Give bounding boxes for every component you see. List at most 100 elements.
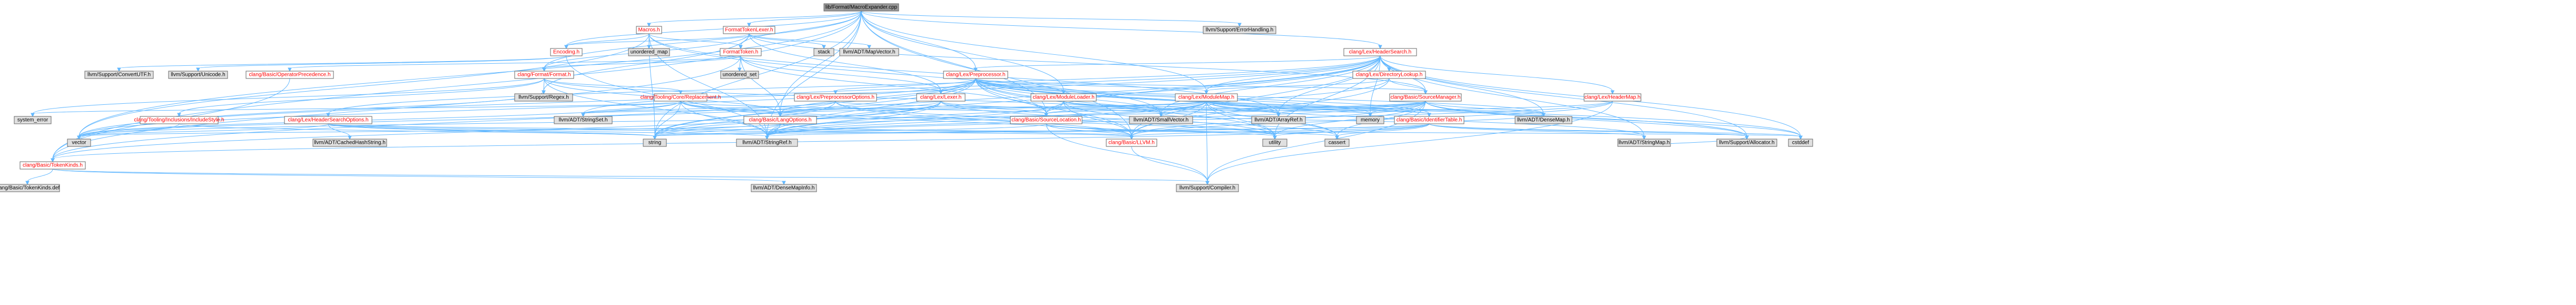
- node-box[interactable]: [14, 116, 52, 124]
- node-box[interactable]: [284, 116, 372, 124]
- node-regex[interactable]: llvm/Support/Regex.h: [514, 93, 573, 102]
- node-fmt[interactable]: clang/Format/Format.h: [514, 71, 574, 79]
- node-box[interactable]: [1262, 139, 1287, 147]
- node-box[interactable]: [736, 139, 798, 147]
- node-strref[interactable]: llvm/ADT/StringRef.h: [736, 139, 798, 147]
- node-uset[interactable]: unordered_set: [720, 71, 759, 79]
- node-strset[interactable]: llvm/ADT/StringSet.h: [554, 116, 613, 124]
- node-box[interactable]: [1515, 116, 1572, 124]
- node-box[interactable]: [1106, 139, 1157, 147]
- node-box[interactable]: [514, 93, 573, 102]
- node-hs[interactable]: clang/Lex/HeaderSearch.h: [1343, 48, 1417, 56]
- node-vector[interactable]: vector: [67, 139, 91, 147]
- node-mapv[interactable]: llvm/ADT/MapVector.h: [839, 48, 899, 56]
- node-ml[interactable]: clang/Lex/ModuleLoader.h: [1030, 93, 1097, 102]
- node-unic[interactable]: llvm/Support/Unicode.h: [168, 71, 228, 79]
- node-memory[interactable]: memory: [1356, 116, 1384, 124]
- node-llvmh[interactable]: clang/Basic/LLVM.h: [1106, 139, 1157, 147]
- node-langopts[interactable]: clang/Basic/LangOptions.h: [743, 116, 817, 124]
- node-box[interactable]: [0, 184, 60, 192]
- node-tk[interactable]: clang/Basic/TokenKinds.h: [19, 161, 86, 170]
- node-box[interactable]: [514, 71, 574, 79]
- node-box[interactable]: [1175, 93, 1238, 102]
- node-box[interactable]: [1716, 139, 1777, 147]
- node-box[interactable]: [1324, 139, 1350, 147]
- node-box[interactable]: [1010, 116, 1083, 124]
- node-utility[interactable]: utility: [1262, 139, 1287, 147]
- node-ftl[interactable]: FormatTokenLexer.h: [723, 26, 775, 34]
- node-compiler[interactable]: llvm/Support/Compiler.h: [1176, 184, 1239, 192]
- node-srcloc[interactable]: clang/Basic/SourceLocation.h: [1010, 116, 1083, 124]
- node-box[interactable]: [1584, 93, 1641, 102]
- node-box[interactable]: [823, 3, 899, 12]
- node-cassert[interactable]: cassert: [1324, 139, 1350, 147]
- node-incstyle[interactable]: clang/Tooling/Inclusions/IncludeStyle.h: [134, 116, 224, 124]
- node-opp[interactable]: clang/Basic/OperatorPrecedence.h: [245, 71, 334, 79]
- node-box[interactable]: [723, 26, 775, 34]
- node-umap[interactable]: unordered_map: [628, 48, 670, 56]
- node-syserr[interactable]: system_error: [14, 116, 52, 124]
- node-box[interactable]: [19, 161, 86, 170]
- node-lexer[interactable]: clang/Lex/Lexer.h: [916, 93, 966, 102]
- node-box[interactable]: [140, 116, 219, 124]
- node-stack[interactable]: stack: [813, 48, 834, 56]
- node-chs[interactable]: llvm/ADT/CachedHashString.h: [312, 139, 387, 147]
- node-arrref[interactable]: llvm/ADT/ArrayRef.h: [1251, 116, 1306, 124]
- node-ft[interactable]: FormatToken.h: [720, 48, 762, 56]
- node-box[interactable]: [554, 116, 613, 124]
- node-repl[interactable]: clang/Tooling/Core/Replacement.h: [641, 93, 721, 102]
- node-box[interactable]: [245, 71, 334, 79]
- node-box[interactable]: [1176, 184, 1239, 192]
- node-pp[interactable]: clang/Lex/Preprocessor.h: [943, 71, 1008, 79]
- node-root[interactable]: lib/Format/MacroExpander.cpp: [823, 3, 899, 12]
- node-macros[interactable]: Macros.h: [636, 26, 662, 34]
- node-box[interactable]: [1356, 116, 1384, 124]
- node-hmap[interactable]: clang/Lex/HeaderMap.h: [1584, 93, 1641, 102]
- node-cvutf[interactable]: llvm/Support/ConvertUTF.h: [84, 71, 154, 79]
- node-box[interactable]: [813, 48, 834, 56]
- node-dirl[interactable]: clang/Lex/DirectoryLookup.h: [1352, 71, 1426, 79]
- node-alloc[interactable]: llvm/Support/Allocator.h: [1716, 139, 1777, 147]
- node-box[interactable]: [720, 48, 762, 56]
- node-box[interactable]: [720, 71, 759, 79]
- node-box[interactable]: [643, 139, 667, 147]
- node-mm[interactable]: clang/Lex/ModuleMap.h: [1175, 93, 1238, 102]
- node-box[interactable]: [1389, 93, 1462, 102]
- node-box[interactable]: [1343, 48, 1417, 56]
- node-box[interactable]: [168, 71, 228, 79]
- node-sm[interactable]: clang/Basic/SourceManager.h: [1389, 93, 1462, 102]
- node-box[interactable]: [628, 48, 670, 56]
- node-tkdef[interactable]: clang/Basic/TokenKinds.def: [0, 184, 60, 192]
- node-densemap[interactable]: llvm/ADT/DenseMap.h: [1515, 116, 1572, 124]
- node-box[interactable]: [550, 48, 583, 56]
- node-box[interactable]: [943, 71, 1008, 79]
- node-strmap[interactable]: llvm/ADT/StringMap.h: [1617, 139, 1671, 147]
- node-box[interactable]: [743, 116, 817, 124]
- node-box[interactable]: [751, 184, 817, 192]
- node-dmi[interactable]: llvm/ADT/DenseMapInfo.h: [751, 184, 817, 192]
- node-box[interactable]: [1030, 93, 1097, 102]
- node-box[interactable]: [1352, 71, 1426, 79]
- node-box[interactable]: [1788, 139, 1813, 147]
- node-box[interactable]: [916, 93, 966, 102]
- node-box[interactable]: [67, 139, 91, 147]
- node-box[interactable]: [636, 26, 662, 34]
- node-box[interactable]: [1203, 26, 1276, 34]
- node-box[interactable]: [654, 93, 707, 102]
- node-box[interactable]: [1617, 139, 1671, 147]
- node-box[interactable]: [1394, 116, 1464, 124]
- node-enc[interactable]: Encoding.h: [550, 48, 583, 56]
- node-box[interactable]: [84, 71, 154, 79]
- node-idt[interactable]: clang/Basic/IdentifierTable.h: [1394, 116, 1464, 124]
- node-box[interactable]: [794, 93, 877, 102]
- node-errh[interactable]: llvm/Support/ErrorHandling.h: [1203, 26, 1276, 34]
- node-box[interactable]: [1251, 116, 1306, 124]
- node-smallvec[interactable]: llvm/ADT/SmallVector.h: [1129, 116, 1193, 124]
- node-cstddef[interactable]: cstddef: [1788, 139, 1813, 147]
- node-hso[interactable]: clang/Lex/HeaderSearchOptions.h: [284, 116, 372, 124]
- node-box[interactable]: [312, 139, 387, 147]
- node-box[interactable]: [1129, 116, 1193, 124]
- node-ppo[interactable]: clang/Lex/PreprocessorOptions.h: [794, 93, 877, 102]
- node-box[interactable]: [839, 48, 899, 56]
- node-string[interactable]: string: [643, 139, 667, 147]
